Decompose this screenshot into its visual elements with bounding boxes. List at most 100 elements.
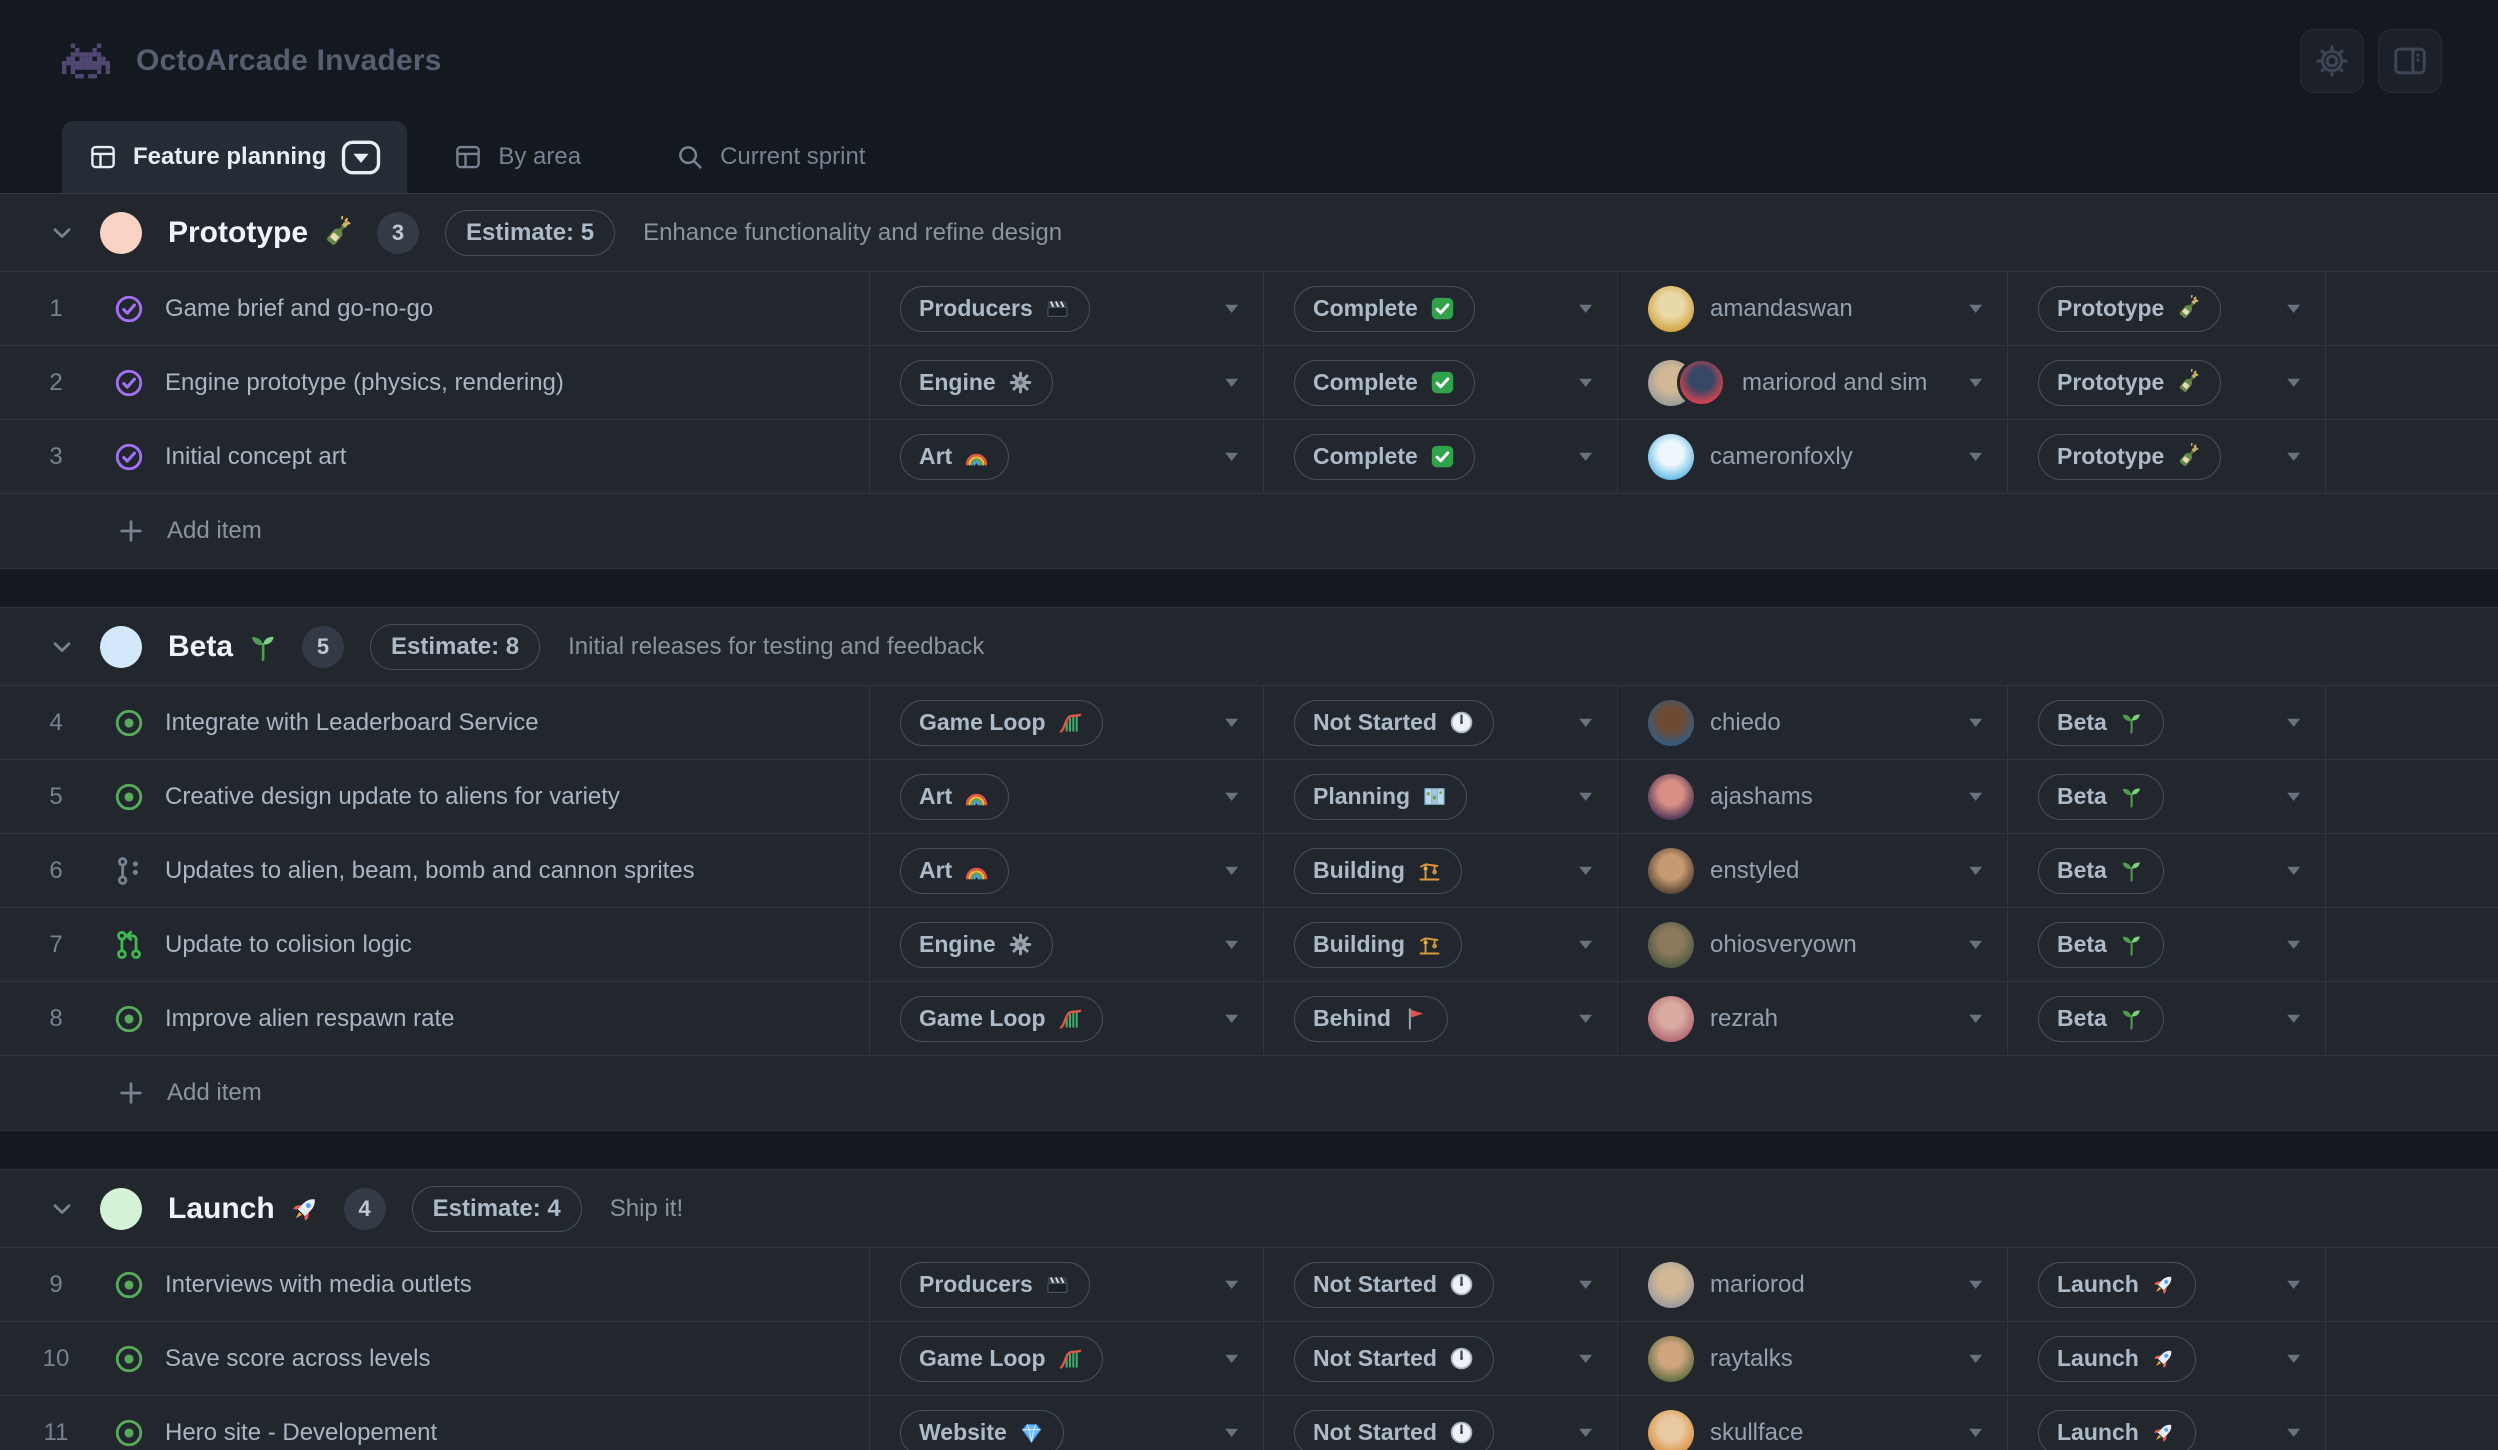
caret-down-icon[interactable]	[1577, 864, 1595, 877]
caret-down-icon[interactable]	[1577, 1426, 1595, 1439]
assignee-cell[interactable]: enstyled	[1618, 834, 2008, 907]
milestone-cell[interactable]: Beta	[2008, 834, 2326, 907]
caret-down-icon[interactable]	[1577, 938, 1595, 951]
side-panel-button[interactable]	[2378, 28, 2442, 93]
area-cell[interactable]: Engine	[870, 346, 1264, 419]
status-chip[interactable]: Complete	[1294, 359, 1475, 406]
milestone-cell[interactable]: Beta	[2008, 760, 2326, 833]
caret-down-icon[interactable]	[1967, 864, 1985, 877]
caret-down-icon[interactable]	[2285, 450, 2303, 463]
area-cell[interactable]: Game Loop	[870, 982, 1264, 1055]
status-chip[interactable]: Building	[1294, 921, 1462, 968]
caret-down-icon[interactable]	[2285, 1278, 2303, 1291]
row-title[interactable]: Initial concept art	[165, 442, 347, 470]
status-chip[interactable]: Complete	[1294, 285, 1475, 332]
area-cell[interactable]: Website	[870, 1396, 1264, 1450]
caret-down-icon[interactable]	[1223, 1012, 1241, 1025]
milestone-cell[interactable]: Prototype	[2008, 346, 2326, 419]
assignee-cell[interactable]: rezrah	[1618, 982, 2008, 1055]
area-chip[interactable]: Game Loop	[900, 1335, 1103, 1382]
caret-down-icon[interactable]	[1967, 716, 1985, 729]
milestone-chip[interactable]: Prototype	[2038, 359, 2222, 406]
tab-feature-planning[interactable]: Feature planning	[62, 121, 408, 193]
milestone-chip[interactable]: Beta	[2038, 921, 2164, 968]
milestone-cell[interactable]: Launch	[2008, 1322, 2326, 1395]
row-title[interactable]: Update to colision logic	[165, 930, 412, 958]
milestone-chip[interactable]: Beta	[2038, 995, 2164, 1042]
milestone-chip[interactable]: Beta	[2038, 699, 2164, 746]
status-chip[interactable]: Building	[1294, 847, 1462, 894]
caret-down-icon[interactable]	[2285, 938, 2303, 951]
caret-down-icon[interactable]	[2285, 302, 2303, 315]
assignee-cell[interactable]: mariorod and sim	[1618, 346, 2008, 419]
status-chip[interactable]: Planning	[1294, 773, 1468, 820]
area-cell[interactable]: Art	[870, 760, 1264, 833]
caret-down-icon[interactable]	[1223, 716, 1241, 729]
tab-menu-caret-icon[interactable]	[341, 140, 381, 175]
milestone-cell[interactable]: Prototype	[2008, 272, 2326, 345]
caret-down-icon[interactable]	[1967, 1426, 1985, 1439]
status-chip[interactable]: Not Started	[1294, 699, 1494, 746]
caret-down-icon[interactable]	[2285, 376, 2303, 389]
status-chip[interactable]: Not Started	[1294, 1409, 1494, 1450]
area-chip[interactable]: Producers	[900, 285, 1090, 332]
caret-down-icon[interactable]	[1223, 302, 1241, 315]
status-cell[interactable]: Not Started	[1264, 1248, 1618, 1321]
milestone-chip[interactable]: Beta	[2038, 847, 2164, 894]
caret-down-icon[interactable]	[1577, 1352, 1595, 1365]
caret-down-icon[interactable]	[1967, 376, 1985, 389]
caret-down-icon[interactable]	[1967, 450, 1985, 463]
caret-down-icon[interactable]	[1223, 1426, 1241, 1439]
status-cell[interactable]: Not Started	[1264, 1322, 1618, 1395]
milestone-chip[interactable]: Beta	[2038, 773, 2164, 820]
milestone-chip[interactable]: Prototype	[2038, 433, 2222, 480]
status-cell[interactable]: Building	[1264, 908, 1618, 981]
status-cell[interactable]: Complete	[1264, 272, 1618, 345]
caret-down-icon[interactable]	[1967, 302, 1985, 315]
caret-down-icon[interactable]	[2285, 864, 2303, 877]
area-chip[interactable]: Producers	[900, 1261, 1090, 1308]
status-cell[interactable]: Not Started	[1264, 1396, 1618, 1450]
area-chip[interactable]: Art	[900, 433, 1010, 480]
row-title[interactable]: Save score across levels	[165, 1344, 431, 1372]
milestone-chip[interactable]: Launch	[2038, 1261, 2196, 1308]
area-chip[interactable]: Website	[900, 1409, 1064, 1450]
status-cell[interactable]: Behind	[1264, 982, 1618, 1055]
row-title[interactable]: Creative design update to aliens for var…	[165, 782, 620, 810]
caret-down-icon[interactable]	[1967, 790, 1985, 803]
row-title[interactable]: Game brief and go-no-go	[165, 294, 434, 322]
caret-down-icon[interactable]	[1223, 938, 1241, 951]
assignee-cell[interactable]: ohiosveryown	[1618, 908, 2008, 981]
status-cell[interactable]: Complete	[1264, 346, 1618, 419]
caret-down-icon[interactable]	[2285, 790, 2303, 803]
add-item-button[interactable]: Add item	[0, 494, 2498, 568]
row-title[interactable]: Hero site - Developement	[165, 1418, 438, 1446]
row-title[interactable]: Integrate with Leaderboard Service	[165, 708, 539, 736]
milestone-chip[interactable]: Prototype	[2038, 285, 2222, 332]
assignee-cell[interactable]: mariorod	[1618, 1248, 2008, 1321]
area-cell[interactable]: Art	[870, 420, 1264, 493]
row-title[interactable]: Improve alien respawn rate	[165, 1004, 455, 1032]
caret-down-icon[interactable]	[1223, 450, 1241, 463]
caret-down-icon[interactable]	[1967, 1352, 1985, 1365]
status-chip[interactable]: Not Started	[1294, 1335, 1494, 1382]
area-chip[interactable]: Art	[900, 847, 1010, 894]
caret-down-icon[interactable]	[2285, 1012, 2303, 1025]
status-chip[interactable]: Complete	[1294, 433, 1475, 480]
caret-down-icon[interactable]	[2285, 716, 2303, 729]
area-chip[interactable]: Engine	[900, 359, 1053, 406]
assignee-cell[interactable]: ajashams	[1618, 760, 2008, 833]
status-cell[interactable]: Planning	[1264, 760, 1618, 833]
caret-down-icon[interactable]	[1577, 1012, 1595, 1025]
caret-down-icon[interactable]	[1967, 1278, 1985, 1291]
caret-down-icon[interactable]	[1223, 790, 1241, 803]
tab-current-sprint[interactable]: Current sprint	[651, 121, 889, 193]
